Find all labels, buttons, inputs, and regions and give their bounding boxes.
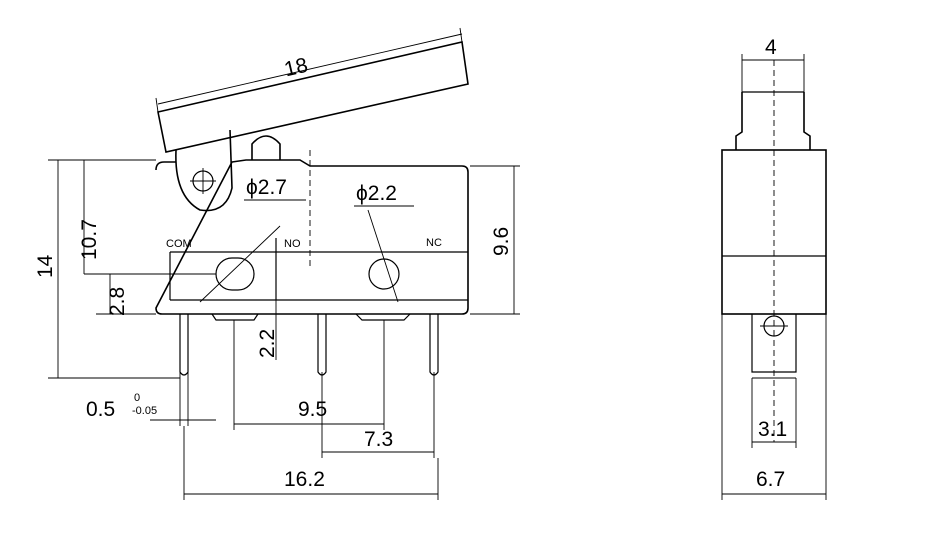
dim-text-hole-small: ϕ2.2 [356, 182, 397, 205]
pin-label-com: COM [166, 238, 192, 250]
dim-text-body-width: 6.7 [756, 468, 785, 491]
side-plunger [735, 91, 811, 150]
side-terminal [751, 314, 797, 379]
dim-terminal-width [751, 378, 797, 448]
dim-text-span-7-3: 7.3 [364, 428, 393, 451]
pin-label-no: NO [284, 238, 301, 250]
plunger [251, 135, 281, 160]
dim-span-16-2 [183, 426, 439, 500]
dim-span-9-5 [233, 320, 385, 430]
dim-span-7-3 [321, 372, 435, 458]
dim-text-height-mid: 10.7 [78, 219, 101, 260]
dim-text-span-9-5: 9.5 [298, 398, 327, 421]
switch-body [155, 150, 469, 315]
mounting-hole-small [367, 209, 400, 303]
lever-arm [157, 41, 469, 212]
dim-height-right [470, 165, 520, 315]
mounting-hole-large [199, 225, 281, 303]
terminals [179, 313, 439, 376]
dim-text-top-width: 4 [765, 36, 777, 59]
dim-text-lever-length: 18 [282, 54, 310, 82]
tol-lower: -0.05 [132, 405, 157, 417]
dim-text-span-16-2: 16.2 [284, 468, 325, 491]
side-body [721, 60, 827, 442]
dim-top-width [741, 54, 805, 92]
side-view: 4 3.1 6.7 [721, 36, 827, 500]
dim-text-height-low: 2.8 [106, 287, 129, 316]
dim-height-total [48, 159, 180, 379]
dim-lever-length [155, 27, 463, 113]
dim-height-mid [83, 160, 216, 275]
pin-label-nc: NC [426, 237, 442, 249]
dim-text-height-total: 14 [34, 254, 57, 278]
dim-text-hole-large: ϕ2.7 [246, 176, 287, 199]
tol-upper: 0 [134, 392, 140, 404]
dim-text-height-right: 9.6 [490, 227, 513, 256]
dim-body-width [721, 314, 827, 500]
front-view: COM NO NC 18 ϕ2.7 ϕ2.2 9.6 14 [34, 27, 520, 500]
dim-terminal-thickness [150, 372, 216, 426]
dim-text-pitch-vertical: 2.2 [256, 329, 279, 358]
dim-text-terminal-width: 3.1 [758, 418, 787, 441]
dim-text-terminal-thickness: 0.5 [86, 398, 115, 421]
dim-height-low [96, 274, 156, 315]
